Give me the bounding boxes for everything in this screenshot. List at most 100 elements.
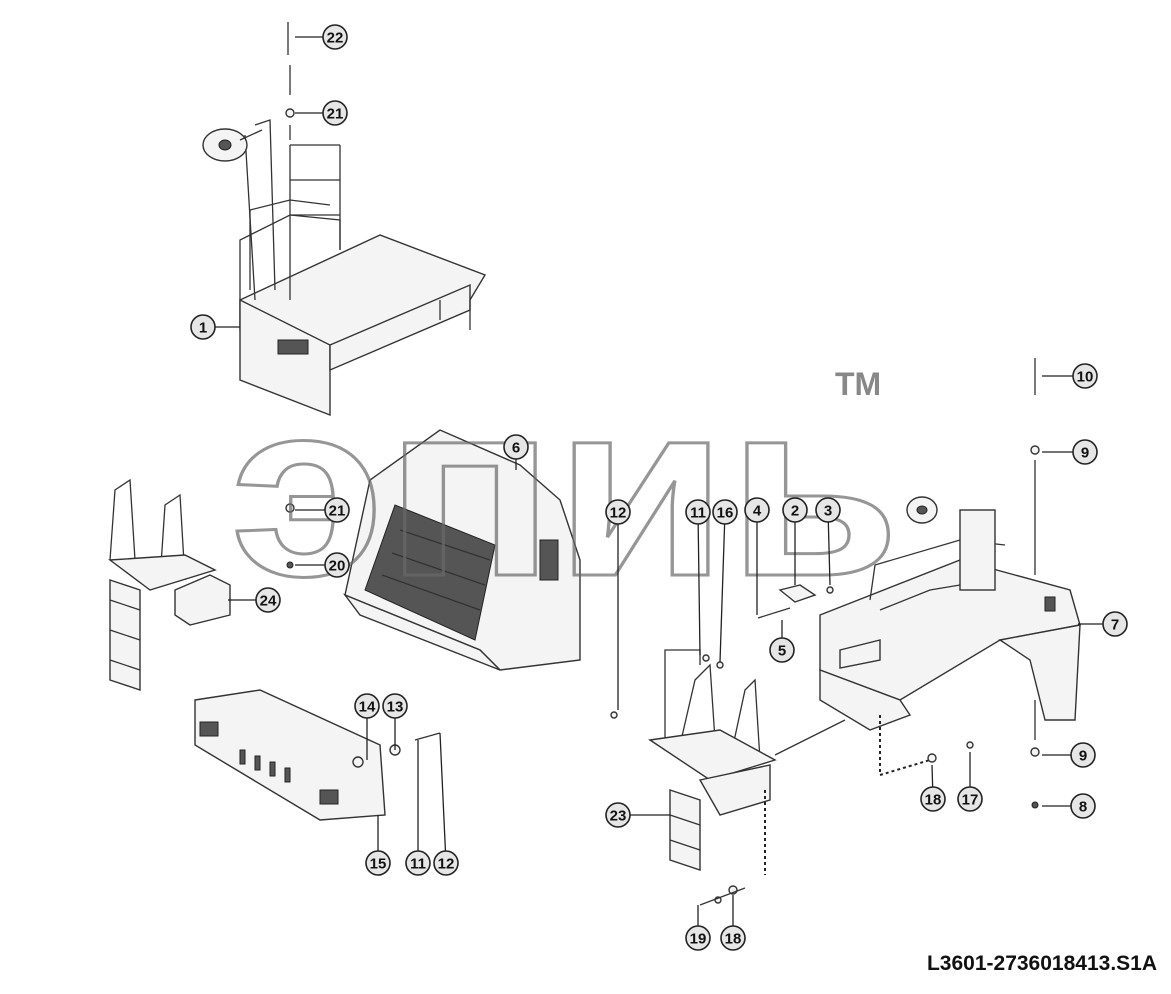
callout-number: 18: [725, 931, 742, 948]
callout-number: 7: [1111, 617, 1119, 634]
callout-circle: [382, 693, 408, 719]
callout-23: 23: [605, 802, 631, 828]
callout-circle: [920, 786, 946, 812]
left-ladder-assembly: [108, 478, 231, 691]
callout-16: 16: [712, 499, 738, 525]
callout-number: 24: [260, 593, 277, 610]
callout-circle: [957, 786, 983, 812]
callout-14: 14: [354, 693, 380, 719]
callout-number: 12: [610, 505, 627, 522]
callout-circle: [685, 925, 711, 951]
callout-leader-11: [697, 511, 701, 656]
callout-number: 16: [717, 505, 734, 522]
callout-18: 18: [920, 786, 946, 812]
callout-circle: [744, 497, 770, 523]
callout-circle: [1072, 363, 1098, 389]
callout-3: 3: [815, 497, 841, 523]
callout-1: 1: [190, 314, 216, 340]
front-grille-housing: [342, 429, 581, 671]
watermark-trademark: TM: [835, 366, 881, 402]
callout-18: 18: [720, 925, 746, 951]
callout-circle: [1102, 611, 1128, 637]
callout-number: 22: [327, 30, 344, 47]
callout-number: 9: [1081, 445, 1089, 462]
callout-number: 4: [753, 503, 762, 520]
callout-number: 2: [791, 503, 799, 520]
callout-leader-12: [439, 732, 447, 864]
callout-5: 5: [769, 637, 795, 663]
callout-6: 6: [503, 434, 529, 460]
callout-2: 2: [782, 497, 808, 523]
callout-circle: [365, 850, 391, 876]
callout-number: 14: [359, 699, 376, 716]
callout-11: 11: [685, 499, 711, 525]
callout-9: 9: [1070, 742, 1096, 768]
callout-circle: [324, 552, 350, 578]
callout-circle: [322, 24, 348, 50]
callout-number: 5: [778, 643, 786, 660]
callout-4: 4: [744, 497, 770, 523]
callout-number: 8: [1079, 799, 1087, 816]
callout-17: 17: [957, 786, 983, 812]
callout-9: 9: [1072, 439, 1098, 465]
callout-13: 13: [382, 693, 408, 719]
callout-number: 20: [329, 558, 346, 575]
callout-circle: [503, 434, 529, 460]
callout-number: 15: [370, 856, 387, 873]
callout-number: 23: [610, 808, 627, 825]
callout-15: 15: [365, 850, 391, 876]
callout-20: 20: [324, 552, 350, 578]
callout-circle: [405, 850, 431, 876]
callout-leader-16: [719, 511, 726, 663]
callout-19: 19: [685, 925, 711, 951]
callout-12: 12: [605, 499, 631, 525]
callout-circle: [322, 100, 348, 126]
callout-circle: [1072, 439, 1098, 465]
watermark-text: эпиь: [230, 349, 900, 628]
callout-circle: [769, 637, 795, 663]
fastener-column-right: [927, 358, 1040, 809]
callout-12: 12: [433, 850, 459, 876]
right-platform-assembly: [819, 496, 1081, 777]
callout-10: 10: [1072, 363, 1098, 389]
bracket-fasteners: [610, 584, 834, 719]
callout-circle: [685, 499, 711, 525]
watermark: эпиь TM: [229, 348, 902, 630]
callout-circle: [1070, 793, 1096, 819]
callout-8: 8: [1070, 793, 1096, 819]
callout-circle: [190, 314, 216, 340]
callout-circle: [255, 587, 281, 613]
callout-circle: [712, 499, 738, 525]
platform-assembly: [202, 119, 487, 417]
callout-circle: [720, 925, 746, 951]
callout-number: 21: [327, 106, 344, 123]
callout-number: 19: [690, 931, 707, 948]
callout-22: 22: [322, 24, 348, 50]
callout-21: 21: [322, 100, 348, 126]
callout-24: 24: [255, 587, 281, 613]
center-ladder-assembly: [648, 649, 846, 906]
callout-circle: [815, 497, 841, 523]
callout-circle: [1070, 742, 1096, 768]
callout-number: 6: [512, 440, 520, 457]
drawing-number: L3601-2736018413.S1A: [926, 952, 1157, 975]
callout-number: 17: [962, 792, 979, 809]
callout-number: 10: [1077, 369, 1094, 386]
callout-circle: [782, 497, 808, 523]
callout-number: 9: [1079, 748, 1087, 765]
callout-number: 21: [329, 503, 346, 520]
callout-circle: [605, 499, 631, 525]
callout-number: 1: [199, 320, 207, 337]
rear-bumper: [194, 689, 441, 821]
fastener-column-left: [285, 22, 295, 569]
callout-number: 12: [438, 856, 455, 873]
callout-circle: [354, 693, 380, 719]
callout-number: 18: [925, 792, 942, 809]
callout-21: 21: [324, 497, 350, 523]
callout-circle: [605, 802, 631, 828]
callout-number: 11: [410, 856, 426, 873]
callout-11: 11: [405, 850, 431, 876]
callout-number: 3: [824, 503, 832, 520]
